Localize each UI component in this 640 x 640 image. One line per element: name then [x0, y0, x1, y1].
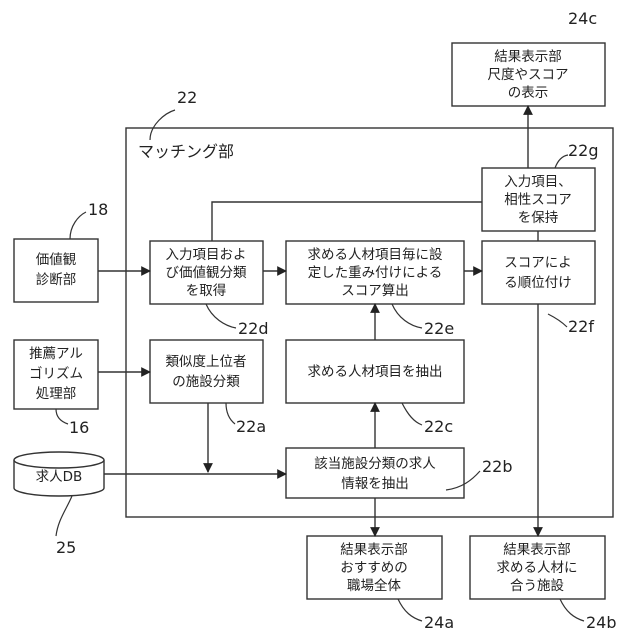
result-scale-line-3: の表示	[508, 85, 549, 101]
result-overall-line-3: 職場全体	[347, 577, 401, 594]
recommend-line-1: 推薦アル	[29, 346, 83, 362]
matching-unit-title: マッチング部	[138, 142, 234, 161]
calc-score-leader	[392, 304, 422, 328]
result-scale-line-2: 尺度やスコア	[488, 67, 569, 83]
similar-class-line-1: 類似度上位者	[166, 354, 247, 370]
get-items-line-2: び価値観分類	[166, 264, 247, 281]
recommend-leader	[56, 409, 68, 424]
result-facility-line-3: 合う施設	[510, 578, 564, 594]
result-facility-line-1: 結果表示部	[503, 542, 571, 558]
matching-unit-leader	[150, 110, 175, 140]
calc-score-line-1: 求める人材項目毎に設	[308, 247, 443, 263]
rank-line-1: スコアによ	[504, 255, 572, 271]
result-facility-line-2: 求める人材に	[497, 560, 578, 576]
get-items-line-3: を取得	[186, 282, 227, 299]
get-items-ref: 22d	[238, 319, 269, 338]
extract-jobs-line-2: 情報を抽出	[341, 476, 409, 492]
calc-score-line-3: スコア算出	[341, 283, 409, 299]
job-db-ref: 25	[56, 538, 76, 557]
value-diag-ref: 18	[88, 200, 108, 219]
rank-box	[482, 241, 595, 304]
hold-scores-line-1: 入力項目、	[504, 174, 572, 190]
result-overall-ref: 24a	[424, 613, 454, 632]
similar-class-line-2: の施設分類	[172, 374, 240, 390]
rank-line-2: る順位付け	[504, 275, 572, 291]
similar-class-ref: 22a	[236, 417, 266, 436]
calc-score-ref: 22e	[424, 319, 454, 338]
calc-score-line-2: 定した重み付けによる	[308, 265, 443, 281]
extract-jobs-line-1: 該当施設分類の求人	[314, 456, 436, 472]
rank-ref: 22f	[568, 317, 594, 336]
hold-scores-line-3: を保持	[518, 210, 559, 226]
rank-leader	[548, 314, 567, 327]
similar-class-box	[150, 340, 263, 403]
result-scale-ref: 24c	[568, 9, 597, 28]
extract-items-ref: 22c	[424, 417, 453, 436]
value-diag-box	[14, 239, 98, 302]
line-get-items-to-hold-scores	[212, 202, 482, 241]
value-diag-line-1: 価値観	[36, 251, 77, 268]
result-facility-ref: 24b	[586, 613, 617, 632]
hold-scores-leader	[555, 155, 568, 168]
matching-unit-ref: 22	[177, 88, 197, 107]
recommend-line-3: 処理部	[36, 386, 77, 402]
get-items-leader	[206, 304, 236, 328]
job-db-leader	[56, 496, 72, 536]
hold-scores-ref: 22g	[568, 141, 599, 160]
value-diag-leader	[70, 212, 86, 239]
hold-scores-line-2: 相性スコア	[504, 192, 572, 208]
result-overall-line-2: おすすめの	[340, 560, 408, 576]
extract-items-leader	[402, 403, 422, 425]
get-items-line-1: 入力項目およ	[166, 247, 247, 263]
result-facility-leader	[560, 599, 584, 621]
similar-class-leader	[226, 403, 235, 424]
recommend-line-2: ゴリズム	[29, 365, 83, 382]
job-db-label: 求人DB	[36, 469, 83, 485]
recommend-ref: 16	[69, 418, 89, 437]
result-overall-line-1: 結果表示部	[340, 542, 408, 558]
result-scale-line-1: 結果表示部	[494, 49, 562, 65]
value-diag-line-2: 診断部	[36, 272, 77, 288]
extract-items-line-1: 求める人材項目を抽出	[308, 364, 443, 380]
result-overall-leader	[398, 599, 422, 621]
extract-jobs-ref: 22b	[482, 457, 513, 476]
